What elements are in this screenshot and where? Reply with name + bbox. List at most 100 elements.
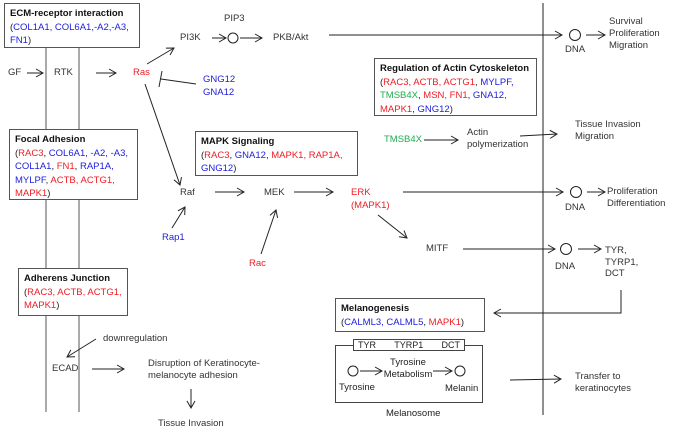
node-rap1[interactable]: Rap1 [162, 232, 185, 243]
melanosome-caption: Melanosome [386, 408, 441, 419]
adherens-junction-title: Adherens Junction [24, 273, 111, 284]
gene-name: FN1 [56, 161, 75, 172]
node-gng12[interactable]: GNG12 [203, 74, 236, 85]
gene-name: MYLPF, [480, 76, 514, 88]
arrow-melanosome-transfer [509, 374, 563, 384]
gene-name: TMSB4X [380, 90, 419, 101]
arrow-rap1-raf [171, 206, 186, 229]
inhibit-bar [158, 70, 163, 88]
punctuation: , [475, 76, 481, 88]
enzyme-dct: DCT [441, 340, 460, 350]
node-ecad[interactable]: ECAD [52, 363, 79, 374]
node-pkb-akt[interactable]: PKB/Akt [273, 32, 309, 43]
node-gf[interactable]: GF [8, 67, 22, 78]
actin-poly-line-1: Actin [467, 127, 489, 138]
gene-name: FN1 [10, 35, 28, 46]
node-rac[interactable]: Rac [249, 258, 266, 269]
gene-name: RAC3 [204, 149, 230, 161]
gene-name: COL6A1, -A2, -A3, [48, 147, 128, 159]
output-tyrp1: TYRP1, [605, 256, 639, 268]
node-actin-polymerization[interactable]: Actin polymerization [467, 127, 528, 151]
gene-line: MYLPF, ACTB, ACTG1, [15, 174, 132, 188]
node-pip3[interactable]: PIP3 [224, 13, 245, 24]
actin-poly-line-2: polymerization [467, 139, 529, 150]
node-erk-mapk1: (MAPK1) [351, 200, 390, 211]
gene-line: (RAC3, ACTB, ACTG1, [24, 286, 122, 300]
node-ras[interactable]: Ras [133, 67, 150, 78]
actin-cytoskeleton-box[interactable]: Regulation of Actin Cytoskeleton (RAC3, … [374, 58, 537, 116]
gene-line: MAPK1) [24, 299, 122, 313]
punctuation: ) [47, 188, 51, 199]
gene-name: CALML3, CALML5 [344, 316, 424, 328]
punctuation: ( [341, 316, 345, 328]
gene-name: ACTB, ACTG1, [50, 174, 115, 186]
gene-name: GNG12 [417, 103, 450, 115]
gene-line: (CALML3, CALML5, MAPK1) [341, 316, 479, 330]
punctuation: , [74, 161, 80, 172]
gene-name: GNG12 [201, 163, 234, 174]
metabolism-line-2: Metabolism [383, 369, 433, 380]
punctuation: , [467, 90, 473, 101]
punctuation: ( [24, 286, 28, 298]
gene-line: MAPK1) [15, 187, 132, 201]
ecm-gene-list: (COL1A1, COL6A1,-A2,-A3,FN1) [10, 21, 134, 48]
melanogenesis-box[interactable]: Melanogenesis (CALML3, CALML5, MAPK1) [335, 298, 485, 332]
gene-line: MAPK1, GNG12) [380, 103, 531, 117]
gene-name: MAPK1 [24, 300, 57, 311]
dna-circle-3 [560, 243, 572, 255]
outcome-proliferation-2: Proliferation [607, 186, 658, 197]
node-mitf[interactable]: MITF [426, 243, 449, 254]
gene-line: TMSB4X, MSN, FN1, GNA12, [380, 89, 531, 103]
dna-label-2: DNA [565, 202, 586, 213]
node-gna12[interactable]: GNA12 [203, 87, 235, 98]
melanogenesis-title: Melanogenesis [341, 303, 410, 314]
punctuation: , [51, 161, 57, 172]
survival-outcomes: Survival Proliferation Migration [609, 16, 660, 52]
gene-outputs: TYR, TYRP1, DCT [605, 245, 638, 280]
node-erk[interactable]: ERK [351, 187, 371, 198]
transfer-line-1: Transfer to [575, 371, 621, 382]
gene-name: MAPK1 [15, 188, 48, 199]
gene-name: RAC3 [18, 147, 44, 159]
disruption-label: Disruption of Keratinocyte- melanocyte a… [148, 358, 260, 382]
focal-adhesion-title: Focal Adhesion [15, 134, 86, 145]
mapk-gene-list: (RAC3, GNA12, MAPK1, RAP1A,GNG12) [201, 149, 352, 176]
node-tmsb4x[interactable]: TMSB4X [384, 134, 423, 145]
actin-cytoskeleton-title: Regulation of Actin Cytoskeleton [380, 63, 530, 74]
downregulation-label: downregulation [103, 333, 168, 344]
node-mek[interactable]: MEK [264, 187, 285, 198]
melanin-label: Melanin [445, 383, 479, 394]
metabolism-line-1: Tyrosine [390, 357, 426, 368]
punctuation: , [45, 174, 51, 186]
ecm-receptor-box[interactable]: ECM-receptor interaction (COL1A1, COL6A1… [4, 3, 140, 48]
arrow-erk-mitf [377, 214, 408, 239]
mapk-signaling-box[interactable]: MAPK Signaling (RAC3, GNA12, MAPK1, RAP1… [195, 131, 358, 176]
punctuation: ) [460, 316, 465, 328]
arrow-ras-pi3k [146, 47, 175, 65]
node-raf[interactable]: Raf [180, 187, 195, 198]
dna-circle-1 [569, 29, 581, 41]
gene-name: MYLPF [15, 174, 46, 186]
transfer-label: Transfer to keratinocytes [575, 371, 631, 395]
focal-adhesion-box[interactable]: Focal Adhesion (RAC3, COL6A1, -A2, -A3,C… [9, 129, 138, 200]
output-tyr: TYR, [605, 245, 627, 256]
node-pi3k[interactable]: PI3K [180, 32, 201, 43]
focal-gene-list: (RAC3, COL6A1, -A2, -A3,COL1A1, FN1, RAP… [15, 147, 132, 201]
adherens-gene-list: (RAC3, ACTB, ACTG1,MAPK1) [24, 286, 122, 313]
tissue-invasion-outcomes: Tissue Invasion Migration [575, 119, 641, 143]
node-rtk[interactable]: RTK [54, 67, 73, 78]
outcome-survival: Survival [609, 16, 643, 27]
punctuation: , [43, 147, 49, 159]
ecm-receptor-title: ECM-receptor interaction [10, 8, 124, 19]
dna-circle-2 [570, 186, 582, 198]
outcome-migration: Migration [609, 40, 649, 51]
melanogenesis-gene-list: (CALML3, CALML5, MAPK1) [341, 316, 479, 330]
punctuation: ( [10, 21, 14, 33]
punctuation: , [418, 90, 424, 101]
arrow-downreg-ecad [66, 338, 97, 358]
gene-name: COL1A1 [15, 161, 52, 172]
adherens-junction-box[interactable]: Adherens Junction (RAC3, ACTB, ACTG1,MAP… [18, 268, 128, 316]
enzyme-tyrp1: TYRP1 [394, 340, 424, 350]
gene-name: RAC3, ACTB, ACTG1 [383, 76, 476, 88]
gene-name: MAPK1, RAP1A, [271, 149, 343, 161]
